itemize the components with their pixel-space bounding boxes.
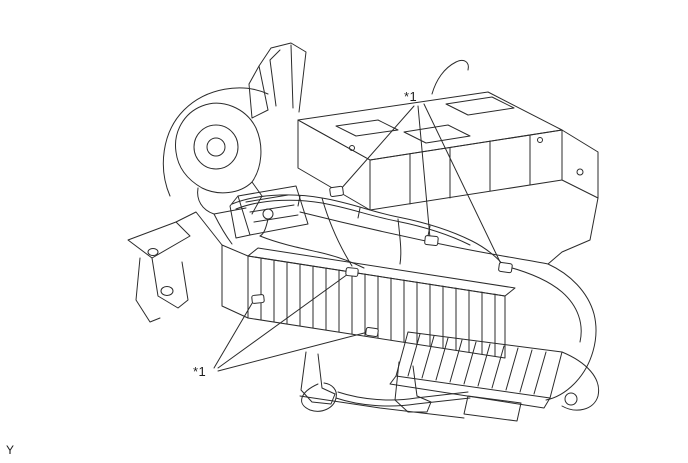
- junction-box: [229, 185, 309, 239]
- harness-clamps: [251, 185, 513, 338]
- cooling-hose: [504, 263, 600, 411]
- callout-bottom-left: *1: [193, 364, 207, 379]
- lower-tray: [389, 331, 563, 409]
- leader-lines: [213, 103, 503, 372]
- battery-pack: [175, 211, 516, 359]
- callout-top: *1: [404, 89, 418, 104]
- wiring-harness: [231, 194, 505, 269]
- figure-direction-label: Y: [6, 443, 15, 457]
- right-end-bracket: [547, 129, 599, 265]
- mounting-feet: [299, 351, 522, 422]
- blower-housing: [162, 87, 269, 245]
- left-frame: [127, 221, 191, 323]
- deck-edge: [299, 211, 549, 265]
- upper-bracket: [248, 42, 307, 119]
- drain-hose: [301, 382, 471, 412]
